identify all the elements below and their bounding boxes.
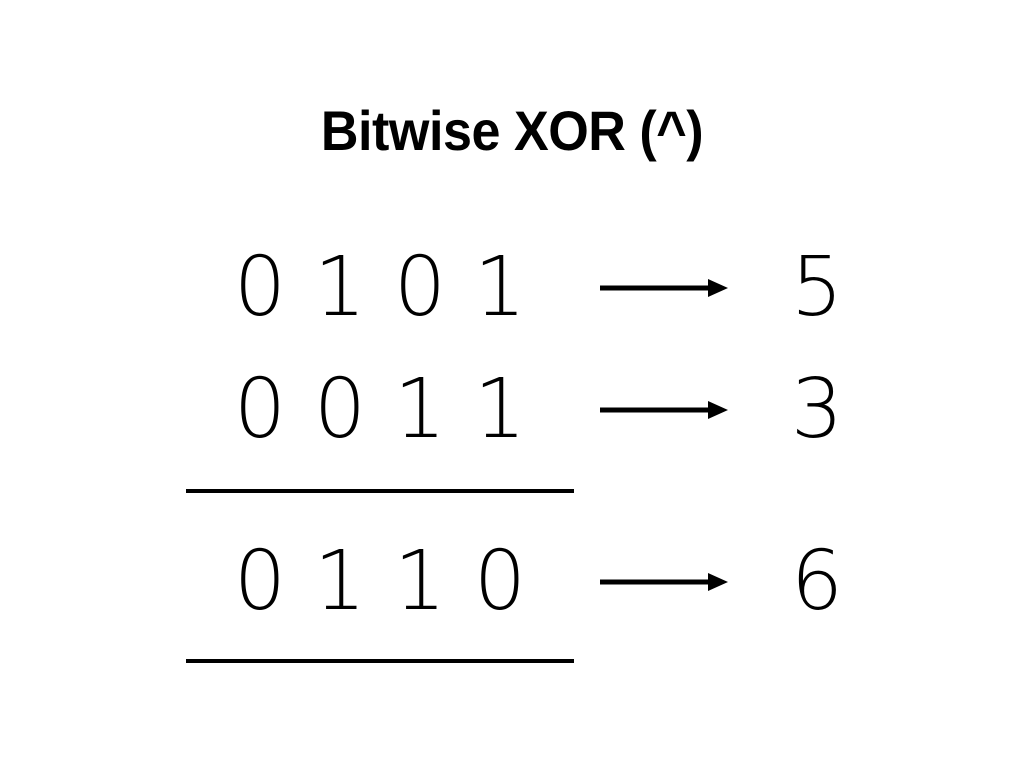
equation-row-operand-1: 0 1 0 1 5 bbox=[0, 240, 1024, 336]
decimal-value: 6 bbox=[790, 534, 844, 629]
bit: 0 bbox=[233, 362, 287, 457]
decimal-value: 3 bbox=[790, 362, 844, 457]
bit: 1 bbox=[393, 362, 447, 457]
equation-row-operand-2: 0 0 1 1 3 bbox=[0, 362, 1024, 458]
bit: 1 bbox=[393, 534, 447, 629]
equation-row-result: 0 1 1 0 6 bbox=[0, 534, 1024, 630]
bit: 0 bbox=[233, 240, 287, 335]
bit-group-result: 0 1 1 0 bbox=[186, 534, 574, 630]
bit: 1 bbox=[473, 240, 527, 335]
rule-above-result bbox=[186, 489, 574, 493]
bit: 0 bbox=[473, 534, 527, 629]
bit: 1 bbox=[313, 240, 367, 335]
bit-group-operand-2: 0 0 1 1 bbox=[186, 362, 574, 458]
rule-below-result bbox=[186, 659, 574, 663]
bit: 0 bbox=[393, 240, 447, 335]
bit: 0 bbox=[233, 534, 287, 629]
long-rightwards-arrow-icon bbox=[598, 240, 730, 336]
page-title: Bitwise XOR (^) bbox=[320, 99, 704, 162]
bit: 1 bbox=[473, 362, 527, 457]
bit-group-operand-1: 0 1 0 1 bbox=[186, 240, 574, 336]
long-rightwards-arrow-icon bbox=[598, 534, 730, 630]
long-rightwards-arrow-icon bbox=[598, 362, 730, 458]
bit: 0 bbox=[313, 362, 367, 457]
bit: 1 bbox=[313, 534, 367, 629]
decimal-value: 5 bbox=[790, 240, 844, 335]
